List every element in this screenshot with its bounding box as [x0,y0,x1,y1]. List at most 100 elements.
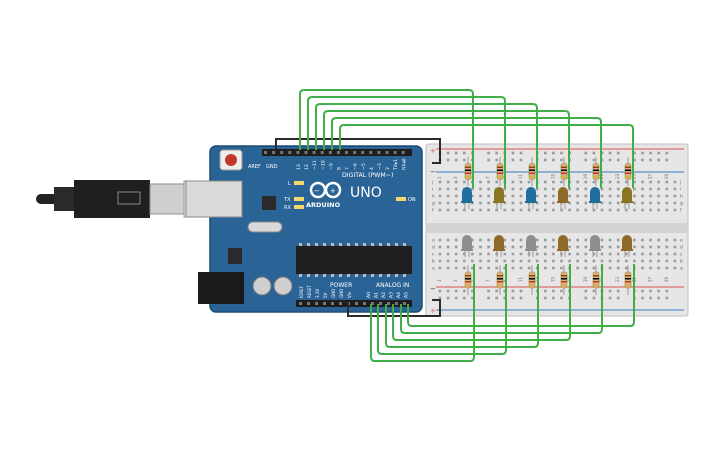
plus-sign: + [430,307,436,315]
power-jack[interactable] [198,272,244,304]
digital-title: DIGITAL (PWM~) [342,172,393,179]
resistor[interactable] [528,157,536,186]
arduino-logo: − + [309,181,342,199]
led-rx-label: RX [284,205,291,211]
row-label: c [432,253,435,258]
ground-wires[interactable] [275,138,441,317]
capacitor-2 [273,276,293,296]
led[interactable] [493,187,505,209]
led[interactable] [461,187,473,209]
usb-port[interactable] [185,180,243,218]
column-label: 5 [469,176,474,179]
crystal [247,221,283,233]
row-label: e [680,239,683,244]
model-label: UNO [350,185,382,201]
resistor[interactable] [464,157,472,186]
gnd-wire-bottom[interactable] [347,299,441,317]
analog-pin-label: A0 [366,292,372,298]
minus-sign: − [430,168,436,176]
row-label: h [432,194,435,200]
signal-wires[interactable] [299,89,635,362]
led[interactable] [461,235,473,257]
led[interactable] [621,187,633,209]
resistor[interactable] [624,157,632,186]
power-pin-label: 3.3V [315,289,320,298]
signal-wire[interactable] [339,124,634,188]
resistor[interactable] [496,157,504,186]
led[interactable] [589,235,601,257]
analog-pin-label: A3 [389,292,395,298]
led[interactable] [525,235,537,257]
signal-wire[interactable] [385,264,539,348]
digital-pin-label: 4 [369,167,375,170]
signal-wire[interactable] [307,96,506,188]
resistor[interactable] [592,157,600,186]
analog-pin-label: A4 [396,292,402,298]
digital-pin-label: 13 [296,164,302,170]
voltage-regulator [228,248,242,264]
signal-wire[interactable] [323,110,570,188]
led[interactable] [589,187,601,209]
signal-wire[interactable] [400,264,603,334]
row-label: a [432,267,435,272]
led[interactable] [557,187,569,209]
analog-pin-label: A5 [404,292,410,298]
led-on-label: ON [408,197,416,203]
bottom-header [296,300,412,307]
led[interactable] [557,235,569,257]
row-label: a [680,267,683,272]
signal-wire[interactable] [392,264,571,341]
row-label: f [680,208,682,214]
resistor[interactable] [464,265,472,295]
signal-wire[interactable] [370,264,475,362]
reset-button[interactable] [225,154,237,166]
column-label: 3 [453,279,458,282]
column-label: 13 [534,276,539,282]
column-label: 5 [469,279,474,282]
row-label: d [432,245,435,251]
digital-pin-label: TX▸1 [393,159,399,171]
plus-sign: + [430,147,436,155]
column-label: 11 [518,173,523,179]
aref-label: AREF [248,164,261,170]
signal-wire[interactable] [315,103,538,188]
analog-title: ANALOG IN [376,282,409,289]
resistor[interactable] [624,265,632,295]
column-label: 15 [550,276,555,282]
row-label: g [432,202,435,207]
gnd-wire-top[interactable] [275,138,441,164]
analog-pin-label: A2 [381,292,387,298]
column-label: 19 [583,276,588,282]
led[interactable] [493,235,505,257]
usb-icon [117,191,141,205]
resistor[interactable] [496,265,504,295]
row-label: d [680,245,683,251]
led[interactable] [621,235,633,257]
led[interactable] [525,187,537,209]
row-label: h [680,194,683,200]
digital-pin-label: 12 [304,164,310,170]
power-pin-label: GND [331,289,336,298]
resistor[interactable] [560,157,568,186]
power-pin-label: IOREF [299,285,304,298]
row-label: f [432,208,434,214]
column-label: 23 [615,276,620,282]
signal-wire[interactable] [407,264,635,327]
column-label: 27 [648,276,653,282]
digital-pin-label: ~3 [377,163,383,170]
resistor[interactable] [560,265,568,295]
digital-pin-label: ~11 [312,160,318,170]
resistor[interactable] [592,265,600,295]
signal-wire[interactable] [331,117,602,188]
signal-wire[interactable] [299,89,474,188]
row-label: i [680,187,681,193]
column-label: 9 [502,279,507,282]
signal-wire[interactable] [377,264,507,355]
resistor[interactable] [528,265,536,295]
chip-legs [299,243,406,277]
